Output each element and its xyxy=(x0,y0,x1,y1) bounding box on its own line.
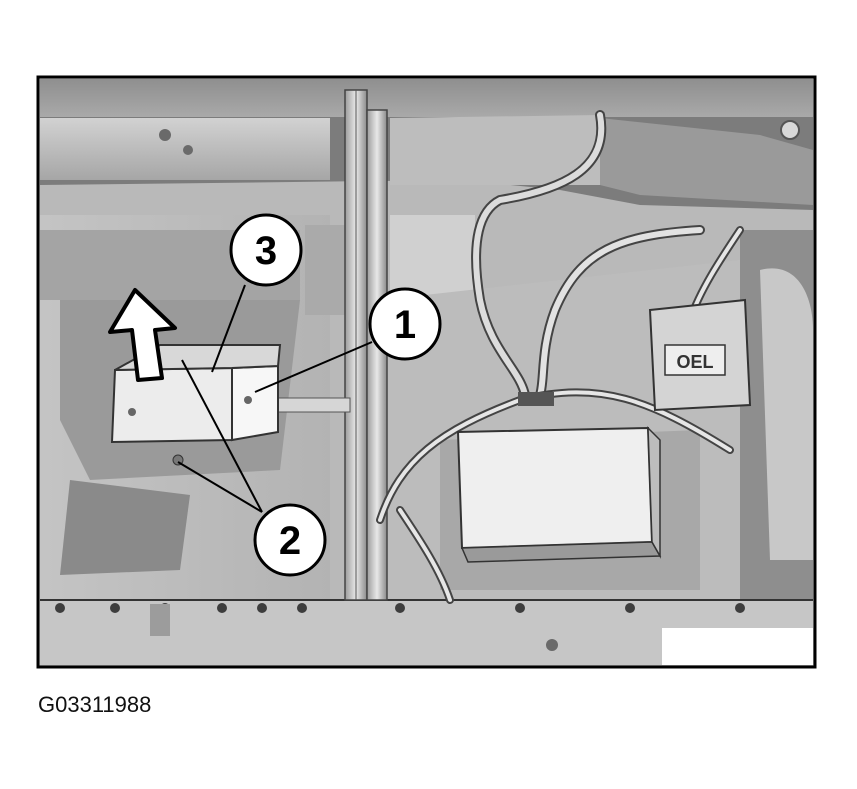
removal-direction-arrow xyxy=(108,288,177,382)
callout-3-label: 3 xyxy=(255,229,277,273)
connector-block: OEL xyxy=(518,298,752,412)
control-unit xyxy=(456,426,662,563)
leader-lines xyxy=(177,284,373,513)
callout-2-label: 2 xyxy=(279,519,301,563)
photo-frame: OEL xyxy=(38,77,815,667)
figure-id-caption: G03311988 xyxy=(38,692,152,717)
callout-2: 2 xyxy=(253,503,327,577)
frame-border xyxy=(36,75,817,669)
callout-1-label: 1 xyxy=(394,303,416,347)
connector-module-label: OEL xyxy=(676,352,713,372)
callout-3: 3 xyxy=(229,213,303,287)
callout-1: 1 xyxy=(368,287,442,361)
